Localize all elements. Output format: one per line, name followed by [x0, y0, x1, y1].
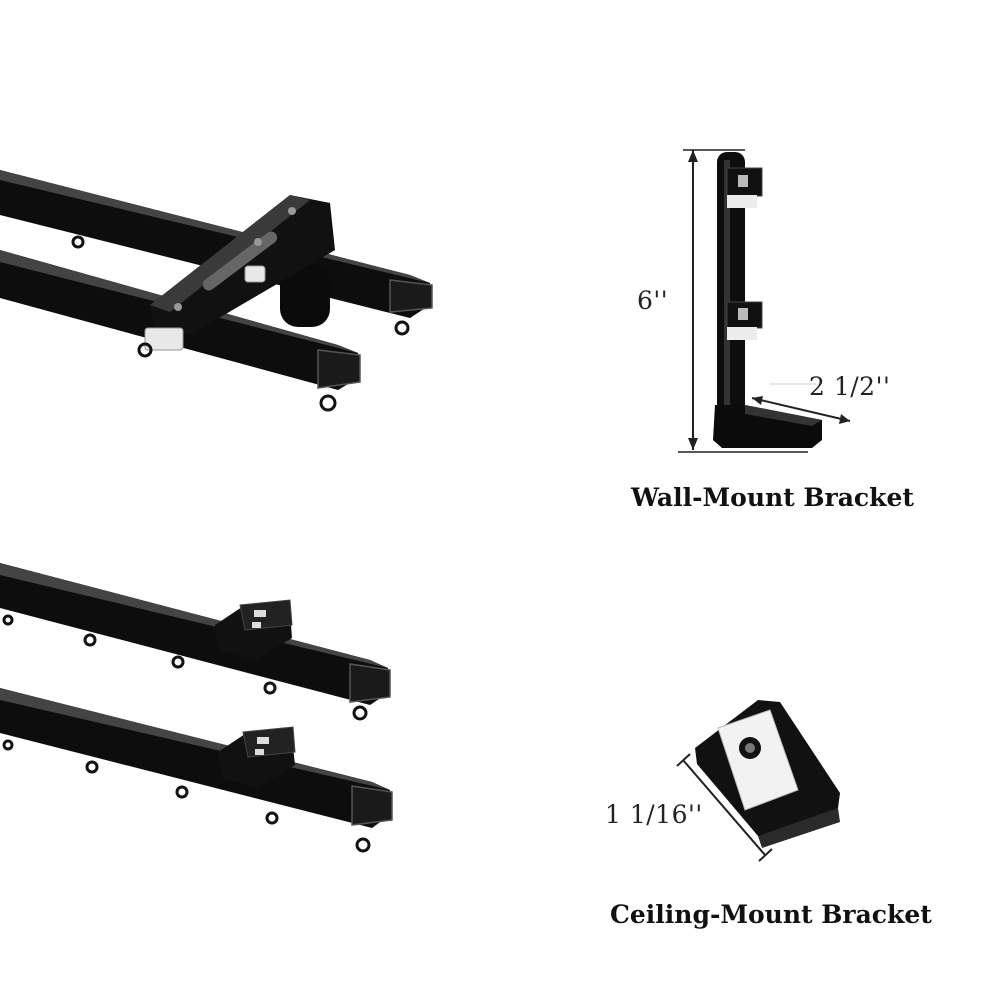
ceiling-clip-width-label: 1 1/16''	[605, 800, 703, 829]
wall-mount-caption: Wall-Mount Bracket	[631, 483, 914, 512]
wall-bracket-height-label: 6''	[637, 286, 669, 315]
wall-bracket-icon	[678, 149, 851, 453]
double-track-ceiling-mounted-icon	[0, 563, 393, 853]
wall-bracket-depth-label: 2 1/2''	[809, 372, 891, 401]
ceiling-clip-icon	[676, 700, 840, 862]
double-track-wall-mounted-icon	[0, 170, 433, 412]
ceiling-mount-caption: Ceiling-Mount Bracket	[610, 900, 932, 929]
